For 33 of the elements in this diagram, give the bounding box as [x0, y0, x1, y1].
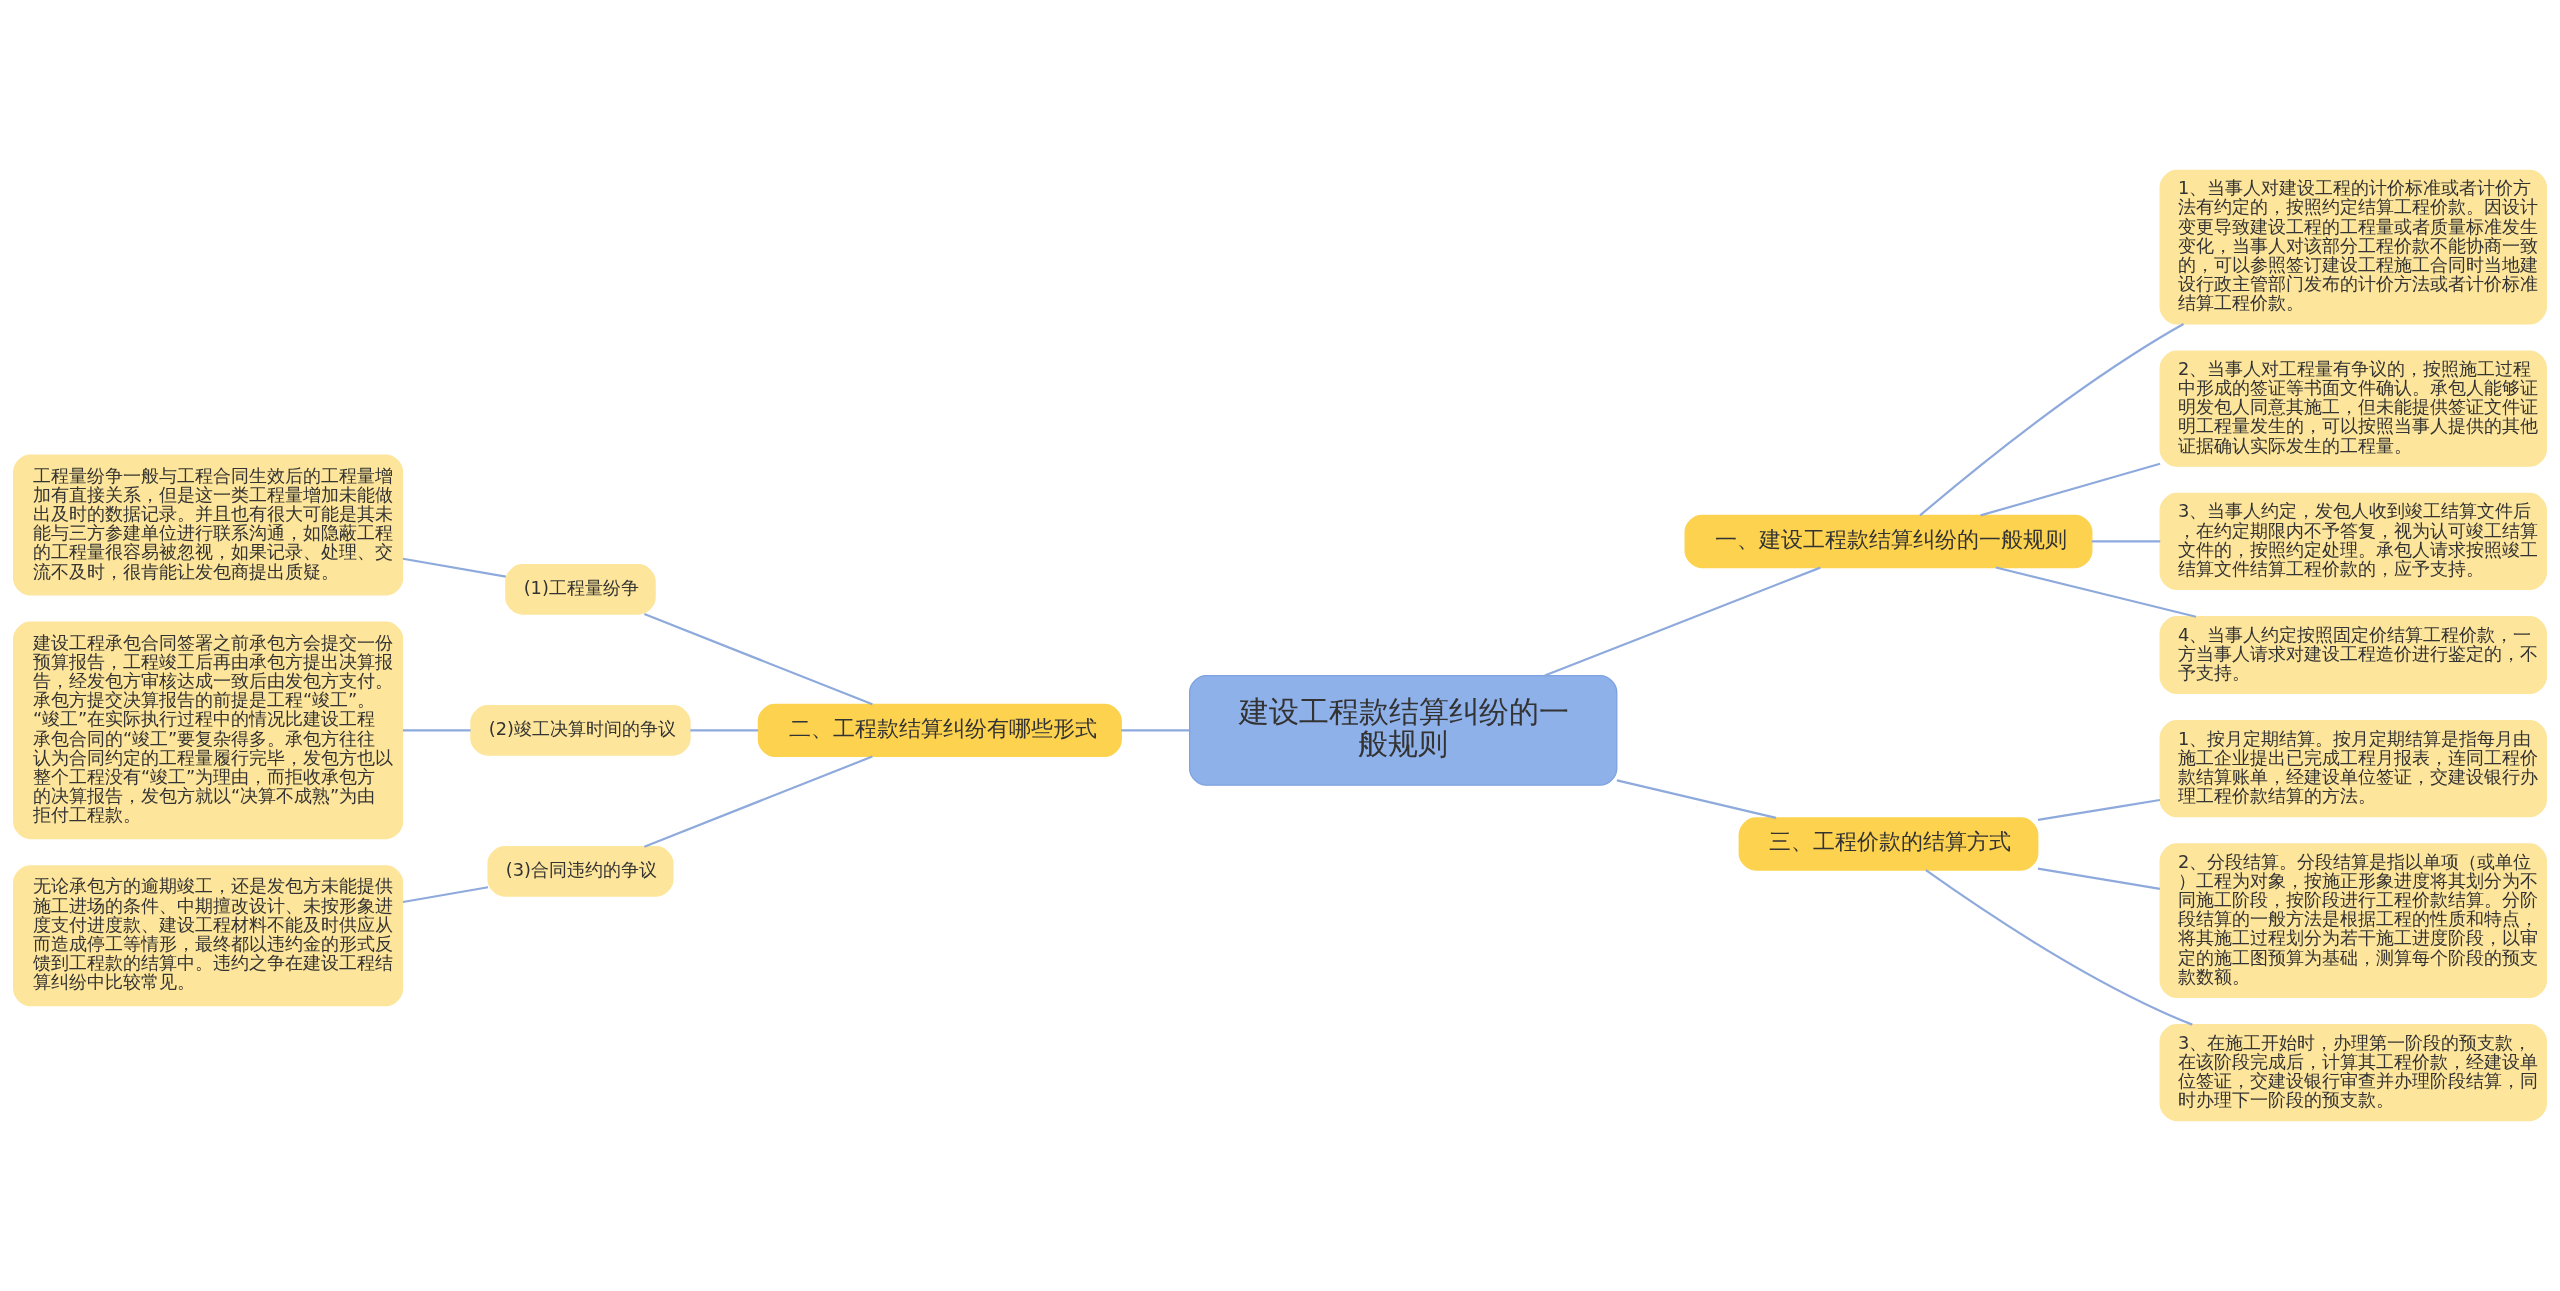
connector	[690, 729, 759, 732]
node-box: 3、当事人约定，发包人收到竣工结算文件后，在约定期限内不予答复，视为认可竣工结算文件的，按照约定处理。承包人请求按照竣工结算文件结算工程价款的，应予支持。	[2159, 492, 2547, 591]
node-box: 工程量纷争一般与工程合同生效后的工程量增加有直接关系，但是这一类工程量增加未能做出及时的数据记录。并且也有很大可能是其未能与三方参建单位进行联系沟通，如隐蔽工程的工程量很容易被忽视，如果记录、处理、交流不及时，很肯能让发包商提出质疑。	[13, 454, 404, 596]
node-box: 无论承包方的逾期竣工，还是发包方未能提供施工进场的条件、中期擅改设计、未按形象进度支付进度款、建设工程材料不能及时供应从而造成停工等情形，最终都以违约金的形式反馈到工程款的结算中。违约之争在建设工程结算纠纷中比较常见。	[13, 865, 404, 1007]
node-box: 三、工程价款的结算方式	[1738, 817, 2039, 871]
node-box: (2)竣工决算时间的争议	[470, 705, 691, 756]
node-box: 一、建设工程款结算纠纷的一般规则	[1684, 514, 2093, 569]
connector	[1919, 323, 2185, 517]
connector	[1995, 566, 2197, 618]
connector	[1980, 462, 2161, 517]
node-box: 2、当事人对工程量有争议的，按照施工过程中形成的签证等书面文件确认。承包人能够证明发包人同意其施工，但未能提供签证文件证明工程量发生的，可以按照当事人提供的其他证据确认实际发生的工程量。	[2159, 350, 2547, 467]
connector	[2037, 798, 2161, 821]
connector	[643, 755, 873, 848]
node-box: (3)合同违约的争议	[487, 846, 674, 897]
node-box: 3、在施工开始时，办理第一阶段的预支款，在该阶段完成后，计算其工程价款，经建设单位签证，交建设银行审查并办理阶段结算，同时办理下一阶段的预支款。	[2159, 1024, 2547, 1122]
connector	[1616, 779, 1777, 819]
connector	[402, 557, 506, 578]
connector	[643, 613, 873, 706]
node-box: 1、按月定期结算。按月定期结算是指每月由施工企业提出已完成工程月报表，连同工程价款结算账单，经建设单位签证，交建设银行办理工程价款结算的方法。	[2159, 720, 2547, 818]
connector	[402, 729, 471, 732]
connector	[402, 886, 489, 904]
node-box: 建设工程款结算纠纷的一般规则	[1188, 674, 1618, 786]
connector	[1544, 566, 1821, 677]
connector	[1121, 729, 1190, 732]
node-box: (1)工程量纷争	[505, 564, 656, 615]
connector	[2091, 540, 2161, 543]
node-box: 二、工程款结算纠纷有哪些形式	[757, 703, 1122, 758]
node-box: 4、当事人约定按照固定价结算工程价款，一方当事人请求对建设工程造价进行鉴定的，不予支持。	[2159, 616, 2547, 695]
connector	[2037, 867, 2161, 890]
node-box: 建设工程承包合同签署之前承包方会提交一份预算报告，工程竣工后再由承包方提出决算报告，经发包方审核达成一致后由发包方支付。承包方提交决算报告的前提是工程“竣工”。“竣工”在实际执行过程中的情况比建设工程承包合同的“竣工”要复杂得多。承包方往往认为合同约定的工程量履行完毕，发包方也以整个工程没有“竣工”为理由，而拒收承包方的决算报告，发包方就以“决算不成熟”为由拒付工程款。	[13, 621, 404, 840]
node-box: 1、当事人对建设工程的计价标准或者计价方法有约定的，按照约定结算工程价款。因设计变更导致建设工程的工程量或者质量标准发生变化，当事人对该部分工程价款不能协商一致的，可以参照签订建设工程施工合同时当地建设行政主管部门发布的计价方法或者计价标准结算工程价款。	[2159, 169, 2547, 325]
node-box: 2、分段结算。分段结算是指以单项（或单位）工程为对象，按施正形象进度将其划分为不同施工阶段，按阶段进行工程价款结算。分阶段结算的一般方法是根据工程的性质和特点，将其施工过程划分为若干施工进度阶段，以审定的施工图预算为基础，测算每个阶段的预支款数额。	[2159, 843, 2547, 998]
connector	[1925, 869, 2193, 1026]
